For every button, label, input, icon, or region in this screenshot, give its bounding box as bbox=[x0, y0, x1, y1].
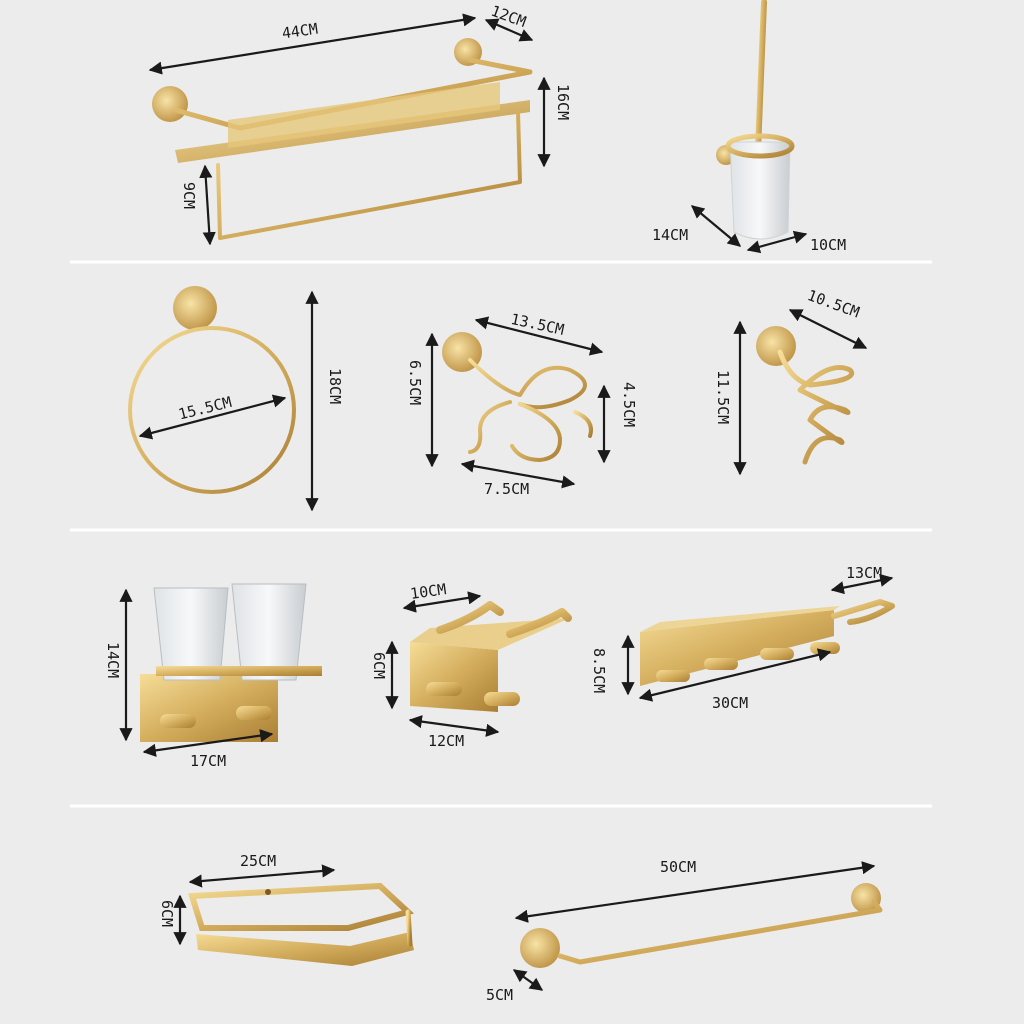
dim-label: 8.5CM bbox=[590, 648, 608, 693]
dim-label: 9CM bbox=[180, 182, 198, 209]
dim-label: 4.5CM bbox=[620, 382, 638, 427]
dim-label: 18CM bbox=[326, 368, 344, 404]
product-toilet-brush-holder: 14CM 10CM bbox=[652, 0, 846, 254]
dim-label: 6CM bbox=[370, 652, 388, 679]
dim-label: 14CM bbox=[104, 642, 122, 678]
dim-label: 5CM bbox=[486, 986, 513, 1004]
product-hair-dryer-holder-double: 13.5CM 6.5CM 4.5CM 7.5CM bbox=[406, 310, 638, 498]
dim-label: 10CM bbox=[810, 236, 846, 254]
dim-label: 14CM bbox=[652, 226, 688, 244]
dim-label: 16CM bbox=[554, 84, 572, 120]
dim-label: 44CM bbox=[281, 20, 319, 43]
dim-label: 50CM bbox=[660, 858, 696, 876]
product-double-cup-holder: 14CM 17CM bbox=[104, 583, 322, 770]
dim-label: 13CM bbox=[846, 564, 882, 582]
dim-label: 17CM bbox=[190, 752, 226, 770]
product-corner-shelf: 25CM 6CM bbox=[158, 852, 415, 966]
dim-label: 12CM bbox=[488, 2, 528, 31]
dim-label: 30CM bbox=[712, 694, 748, 712]
dim-label: 10CM bbox=[409, 580, 447, 603]
dim-label: 25CM bbox=[240, 852, 276, 870]
product-hook-rack-with-shelf: 13CM 8.5CM 30CM bbox=[590, 564, 895, 712]
product-shelf-with-towel-bar: 44CM 12CM 16CM 9CM bbox=[148, 2, 572, 246]
product-hook-holder-small: 10CM 6CM 12CM bbox=[370, 580, 572, 750]
product-single-towel-bar: 50CM 5CM bbox=[486, 858, 883, 1004]
dim-label: 10.5CM bbox=[805, 286, 862, 321]
dim-label: 12CM bbox=[428, 732, 464, 750]
dim-label: 7.5CM bbox=[484, 480, 529, 498]
product-towel-ring: 15.5CM 18CM bbox=[128, 286, 344, 512]
dim-label: 6.5CM bbox=[406, 360, 424, 405]
dim-label: 6CM bbox=[158, 900, 176, 927]
dim-label: 11.5CM bbox=[714, 370, 732, 424]
product-hair-dryer-holder-spiral: 10.5CM 11.5CM bbox=[714, 286, 868, 476]
